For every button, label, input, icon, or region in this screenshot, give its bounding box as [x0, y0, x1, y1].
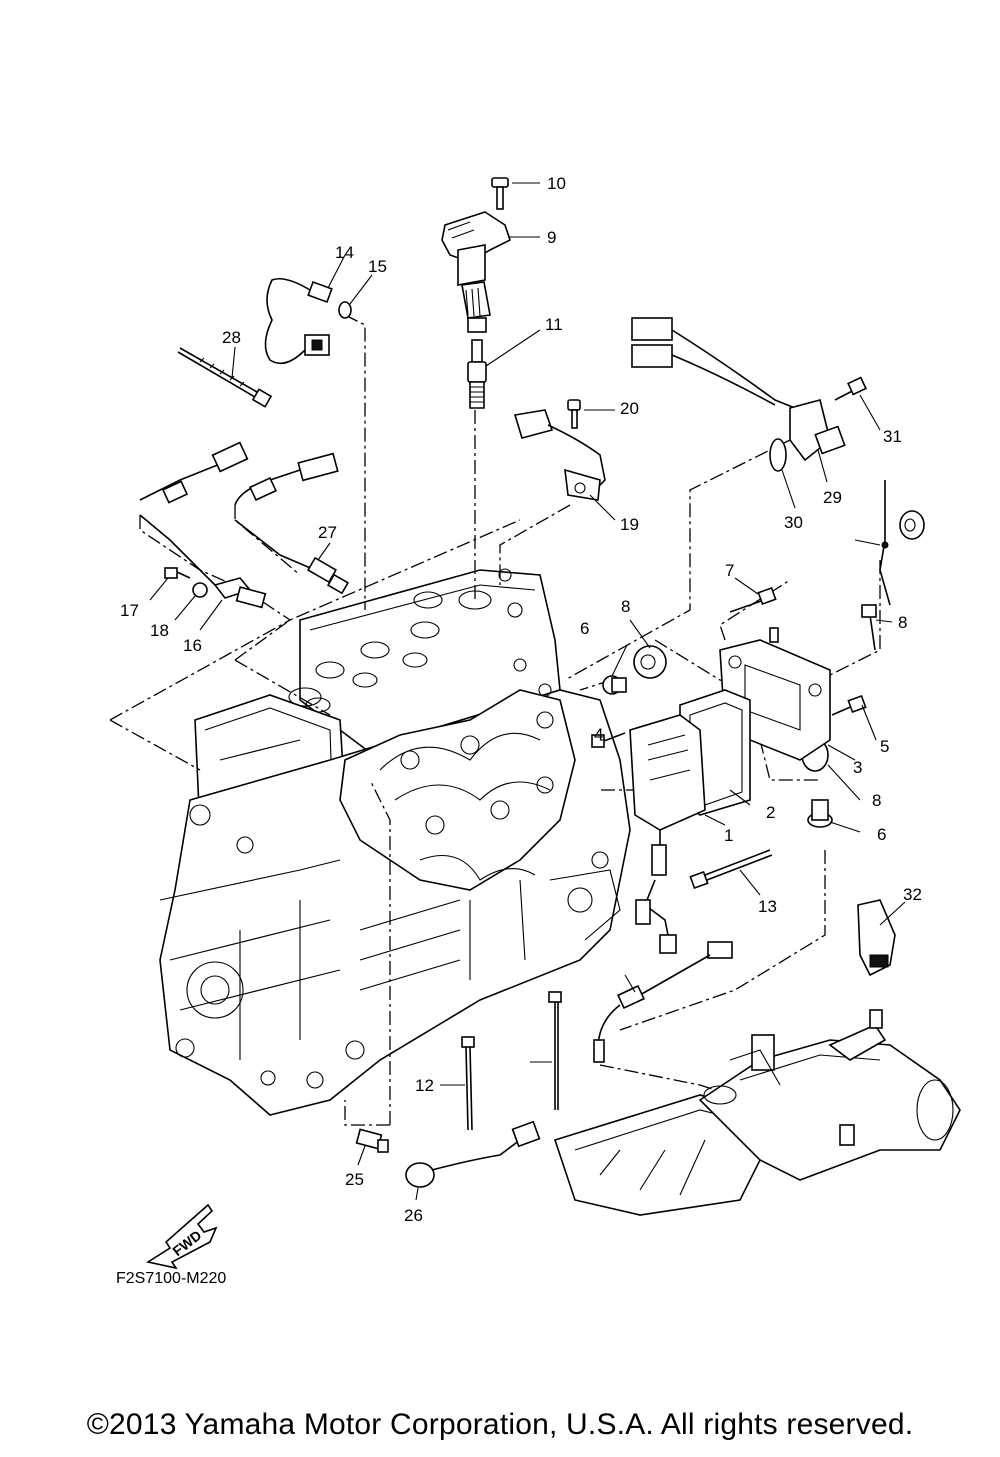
part-label-10: 10 — [547, 174, 566, 193]
clip-28 — [857, 899, 896, 977]
part-label-1: 1 — [724, 826, 733, 845]
diagram-code: F2S7100-M220 — [116, 1270, 226, 1287]
bolt-5 — [831, 694, 867, 716]
bolt-27 — [834, 376, 867, 401]
part-label-6b: 6 — [877, 825, 886, 844]
grommet-32 — [899, 510, 925, 540]
part-label-17: 17 — [120, 601, 139, 620]
part-label-5: 5 — [880, 737, 889, 756]
o-ring-18 — [192, 582, 208, 598]
part-label-2: 2 — [766, 803, 775, 822]
sensor-19 — [513, 409, 606, 501]
ignition-coil-9 — [441, 211, 511, 333]
part-number-labels: 10 9 11 14 15 28 17 18 16 20 19 27 31 29… — [120, 174, 922, 1225]
part-label-22: 26 — [404, 1206, 423, 1225]
sensor-23 — [234, 452, 350, 595]
ecu-1 — [629, 714, 706, 954]
part-label-24: 28 — [222, 328, 241, 347]
part-label-12: 12 — [415, 1076, 434, 1095]
part-label-11: 11 — [545, 315, 563, 334]
sensor-25 — [631, 317, 846, 462]
copyright-notice: ©2013 Yamaha Motor Corporation, U.S.A. A… — [86, 1408, 914, 1441]
part-label-21: 25 — [345, 1170, 364, 1189]
part-label-27: 31 — [883, 427, 902, 446]
part-label-13: 13 — [758, 897, 777, 916]
bolt-17 — [164, 567, 191, 579]
spark-plug-11 — [467, 339, 487, 409]
exhaust-assembly — [553, 1009, 961, 1216]
gasket-26 — [769, 438, 787, 472]
bolt-24 — [177, 347, 273, 408]
part-label-9: 9 — [547, 228, 556, 247]
bolt-4 — [591, 732, 626, 748]
part-label-7a: 7 — [725, 561, 734, 580]
knock-sensor-22 — [405, 1120, 541, 1188]
sensor-21 — [355, 1128, 389, 1153]
part-label-7b: 8 — [898, 613, 907, 632]
washer-15 — [338, 301, 352, 319]
callout-leaders — [149, 182, 906, 1201]
part-label-4: 4 — [594, 725, 603, 744]
fwd-arrow: FWD — [145, 1203, 218, 1270]
part-label-15: 15 — [368, 257, 387, 276]
bolt-7 — [729, 586, 877, 651]
part-label-23: 27 — [318, 523, 337, 542]
part-label-3: 3 — [853, 758, 862, 777]
cable-tie-12 — [461, 1036, 475, 1131]
engine-block — [159, 568, 631, 1116]
part-label-16: 16 — [183, 636, 202, 655]
part-label-8a: 8 — [621, 597, 630, 616]
screw-20 — [567, 399, 581, 429]
part-label-14: 14 — [335, 243, 354, 262]
part-label-18: 18 — [150, 621, 169, 640]
sensor-29 — [593, 941, 733, 1063]
part-label-25: 29 — [823, 488, 842, 507]
cable-tie-30 — [548, 991, 562, 1110]
part-label-8b: 8 — [872, 791, 881, 810]
sensor-16 — [139, 441, 267, 609]
part-label-28: 32 — [903, 885, 922, 904]
part-label-6a: 6 — [580, 619, 589, 638]
part-label-20: 20 — [620, 399, 639, 418]
sensor-14 — [264, 277, 333, 365]
bolt-13 — [689, 849, 773, 890]
collar-6 — [602, 675, 833, 828]
part-label-26: 30 — [784, 513, 803, 532]
strip-31 — [879, 480, 891, 606]
bolt-10 — [491, 177, 509, 210]
part-label-19: 19 — [620, 515, 639, 534]
